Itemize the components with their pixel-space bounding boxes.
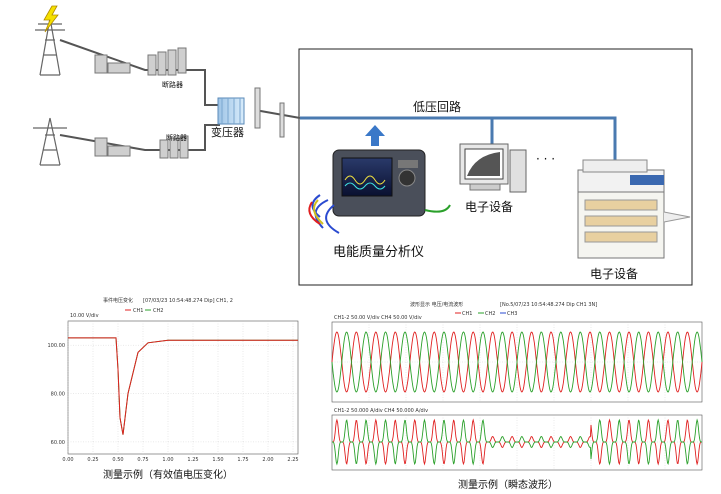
tower-icon: [35, 17, 65, 76]
rms-y-tick: 100.00: [48, 343, 66, 349]
rms-x-tick: 2.00: [262, 457, 273, 463]
power-quality-analyzer-icon: [308, 149, 451, 234]
waveform-chart: 波形显示 电压/电流波形 [No.5/07/23 10:54:48.274 Di…: [331, 301, 703, 491]
rms-plot-area: [67, 320, 299, 455]
rms-x-tick: 1.50: [212, 457, 223, 463]
rms-legend: CH1 CH2: [125, 308, 163, 314]
wave-chart-caption: 测量示例（瞬态波形）: [458, 478, 558, 491]
lightning-icon: [43, 5, 59, 33]
copier-icon: [577, 159, 691, 259]
low-voltage-circuit-label: 低压回路: [413, 99, 461, 114]
wave-legend-ch1: CH1: [462, 311, 472, 317]
rms-x-tick: 0.75: [137, 457, 148, 463]
wave-legend-ch3: CH3: [507, 311, 517, 317]
analyzer-label: 电能质量分析仪: [333, 245, 424, 260]
legend-ch1: CH1: [133, 308, 143, 314]
breaker-label-bottom: 断路器: [166, 133, 187, 142]
low-voltage-circuit: [300, 116, 617, 160]
wave-lower-scale: CH1-2 50.000 A/div CH4 50.000 A/div: [334, 408, 428, 414]
switchgear-icon: [94, 47, 187, 76]
breaker-label-top: 断路器: [162, 80, 183, 89]
ellipsis: · · ·: [536, 152, 555, 166]
rms-x-tick: 0.50: [112, 457, 123, 463]
rms-chart: 事件电压变化 [07/03/23 10:54:48.274 Dip] CH1, …: [48, 297, 299, 481]
rms-chart-scale: 10.00 V/div: [70, 313, 99, 319]
wave-chart-title: 波形显示 电压/电流波形: [410, 301, 463, 308]
up-arrow-icon: [365, 125, 385, 146]
tower-icon: [33, 117, 67, 166]
transformer-label: 变压器: [211, 125, 244, 139]
rms-chart-caption: 测量示例（有效值电压变化）: [103, 468, 233, 481]
wave-chart-title-extra: [No.5/07/23 10:54:48.274 Dip CH1 3N]: [500, 302, 597, 308]
wave-legend: CH1 CH2 CH3: [455, 311, 517, 317]
rms-chart-title: 事件电压变化: [103, 297, 133, 304]
rms-x-tick: 1.00: [162, 457, 173, 463]
device2-label: 电子设备: [590, 267, 638, 281]
rms-y-tick: 80.00: [51, 392, 65, 398]
rms-x-tick: 2.25: [287, 457, 298, 463]
legend-ch2: CH2: [153, 308, 163, 314]
wave-upper-ch2: [331, 331, 703, 393]
equipment-frame: [298, 48, 693, 286]
rms-y-tick: 60.00: [51, 440, 65, 446]
device1-label: 电子设备: [465, 200, 513, 214]
computer-icon: [459, 143, 527, 193]
transmission-lines: [59, 39, 301, 151]
wave-lower-ch2: [332, 418, 702, 466]
rms-x-tick: 1.75: [237, 457, 248, 463]
pole-icon: [254, 87, 285, 138]
rms-x-tick: 1.25: [187, 457, 198, 463]
rms-x-tick: 0.00: [62, 457, 73, 463]
switchgear-icon: [94, 135, 189, 159]
wave-legend-ch2: CH2: [485, 311, 495, 317]
wave-upper-scale: CH1-2 50.00 V/div CH4 50.00 V/div: [334, 315, 422, 321]
rms-x-tick: 0.25: [87, 457, 98, 463]
rms-series-ch1: [68, 337, 298, 435]
transformer-icon: [217, 97, 245, 125]
rms-chart-title-extra: [07/03/23 10:54:48.274 Dip] CH1, 2: [143, 298, 233, 304]
